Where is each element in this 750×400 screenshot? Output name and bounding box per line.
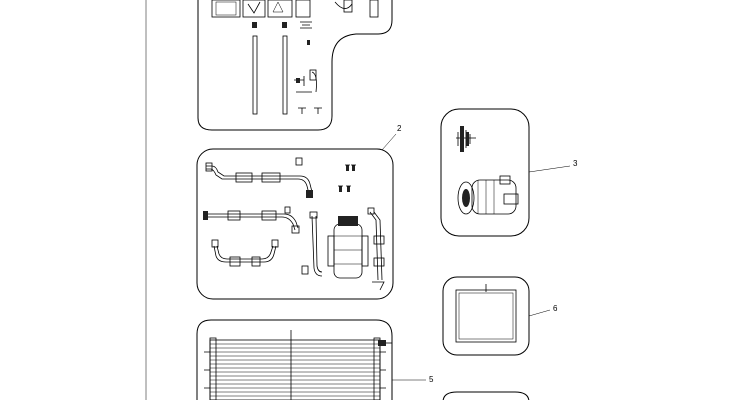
group-6-panel[interactable]: [442, 276, 530, 356]
group-1-panel[interactable]: [197, 0, 393, 131]
callout-number-3: 3: [573, 159, 578, 168]
callout-5: 5: [392, 375, 434, 384]
callout-number-2: 2: [397, 124, 402, 133]
callout-2: 2: [381, 124, 402, 151]
callout-number-5: 5: [429, 375, 434, 384]
callout-number-6: 6: [553, 304, 558, 313]
group-7-panel[interactable]: [442, 391, 530, 400]
group-3-panel[interactable]: [440, 108, 530, 237]
group-5-panel[interactable]: [196, 319, 393, 400]
callout-3: 3: [528, 159, 578, 173]
group-2-panel[interactable]: [196, 148, 394, 300]
condenser-fins: [210, 343, 380, 397]
callout-6: 6: [528, 304, 558, 317]
